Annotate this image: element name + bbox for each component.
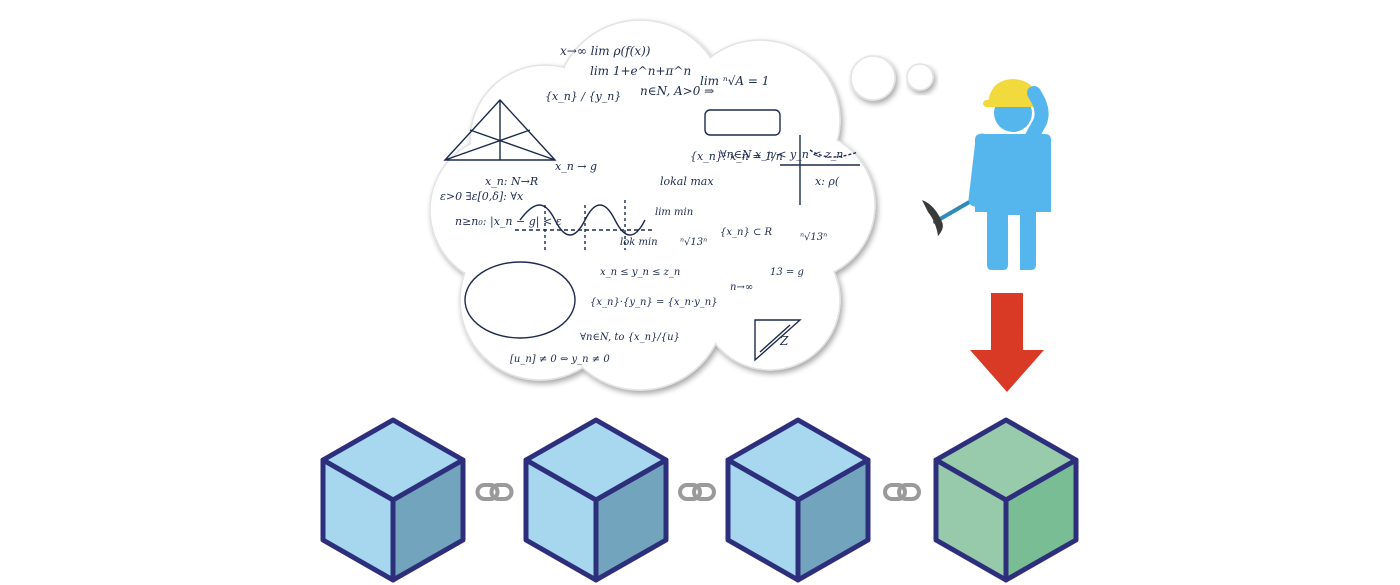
formula-text: Z xyxy=(779,334,789,348)
arrow-down-icon xyxy=(970,293,1044,392)
formula-text: ε>0 ∃ε[0,δ]: ∀x xyxy=(440,190,524,203)
formula-text: x: ρ( xyxy=(815,175,840,188)
chain-link-icon xyxy=(678,483,716,501)
formula-text: 13 = g xyxy=(770,267,804,278)
formula-text: lim min xyxy=(655,207,693,218)
formula-text: {x_n}: x_n = 1/n xyxy=(690,150,783,163)
formula-text: ∀n∈N x_n < y_n < z_n xyxy=(720,148,843,161)
math-formulas: x→∞ lim ρ(f(x)) lim 1+e^n+π^n {x_n} / {y_n… xyxy=(440,44,843,365)
formula-text: x→∞ lim ρ(f(x)) xyxy=(560,44,651,58)
formula-text: {x_n} / {y_n} xyxy=(545,90,621,103)
formula-text: lokal max xyxy=(660,175,714,188)
cube-right-face xyxy=(795,457,871,583)
block-cube xyxy=(725,417,871,583)
formula-text: n≥n₀: |x_n − g| < ε xyxy=(455,215,562,229)
formula-text: x_n: N→R xyxy=(485,175,538,188)
formula-text: n→∞ xyxy=(730,282,753,293)
cube-right-face xyxy=(593,457,669,583)
formula-text: {x_n}·{y_n} = {x_n·y_n} xyxy=(590,297,718,308)
thought-bubble-small xyxy=(906,63,934,91)
formula-text: x_n → g xyxy=(555,160,597,173)
cube-right-face xyxy=(390,457,466,583)
formula-text: lim ⁿ√A = 1 xyxy=(700,74,769,88)
miner-icon xyxy=(922,79,1051,270)
formula-text: lok min xyxy=(620,237,658,248)
thought-cloud xyxy=(429,19,876,391)
formula-text: ⁿ√13ⁿ xyxy=(680,237,707,248)
formula-text: [u_n] ≠ 0 ⇔ y_n ≠ 0 xyxy=(510,354,610,365)
chain-link-icon xyxy=(883,483,921,501)
formula-text: x_n ≤ y_n ≤ z_n xyxy=(600,267,680,278)
blockchain xyxy=(320,417,1079,583)
formula-text: n∈N, A>0 ⇒ xyxy=(640,84,714,98)
block-cube xyxy=(523,417,669,583)
formula-text: ∀n∈N, to {x_n}/{u} xyxy=(580,332,680,343)
thought-bubble-large xyxy=(850,55,896,101)
new-block-cube xyxy=(933,417,1079,583)
block-cube xyxy=(320,417,466,583)
formula-text: ⁿ√13ⁿ xyxy=(800,232,827,243)
chain-link-icon xyxy=(475,483,514,501)
cube-right-face xyxy=(1003,457,1079,583)
formula-text: lim 1+e^n+π^n xyxy=(590,64,691,78)
math-sketches xyxy=(443,98,860,362)
formula-text: {x_n} ⊂ R xyxy=(720,227,773,238)
